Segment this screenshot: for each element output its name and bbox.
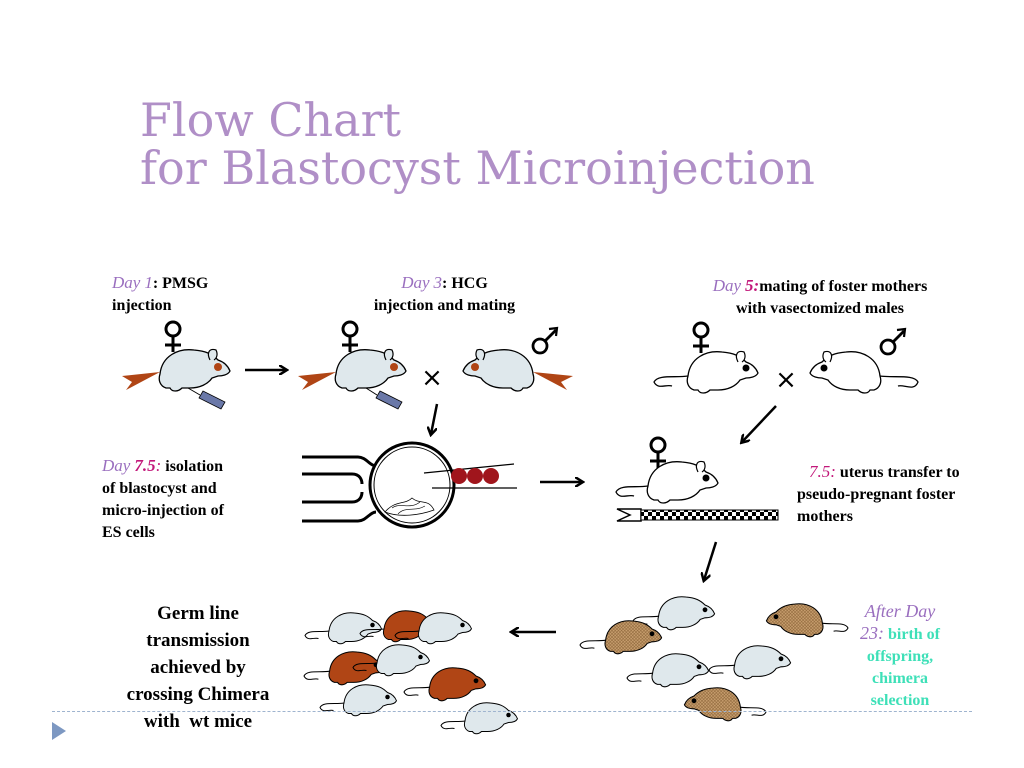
day75-word: Day — [102, 456, 131, 475]
day75-text-c: micro-injection of — [102, 502, 224, 519]
label-day5: Day 5:mating of foster mothers with vase… — [676, 275, 964, 320]
day1-colon: : — [152, 275, 159, 292]
arrow-transfer-down — [704, 541, 718, 580]
day23-line4: chimera — [872, 670, 928, 687]
day75-text-d: ES cells — [102, 524, 155, 541]
syringe-day1 — [187, 387, 226, 410]
transfer-colon: : — [830, 462, 836, 481]
label-germline: Germ line transmission achieved by cross… — [100, 600, 296, 735]
female-symbol-day5 — [692, 321, 710, 353]
day23-line1: After Day — [864, 601, 936, 621]
label-day75-transfer: 7.5: uterus transfer to pseudo-pregnant … — [797, 461, 960, 528]
day23-line5: selection — [870, 692, 930, 709]
transfer-text-a: uterus transfer to — [835, 464, 960, 481]
label-day75-isolation: Day 7.5: isolation of blastocyst and mic… — [102, 455, 224, 544]
slide-bullet-icon — [52, 722, 66, 740]
arrow-day3-down — [431, 403, 439, 434]
germline-line4: crossing Chimera — [126, 684, 270, 705]
day75-text-a: isolation — [161, 458, 224, 475]
label-day1: Day 1: PMSG injection — [112, 272, 208, 317]
mouse-pseudo-pregnant — [615, 460, 719, 504]
female-symbol-day3 — [341, 320, 359, 352]
day3-number: 3 — [433, 273, 443, 292]
es-cells — [451, 468, 499, 484]
day1-text-b: injection — [112, 297, 172, 314]
day1-number: 1 — [144, 273, 153, 292]
day5-text-a: mating of foster mothers — [759, 278, 928, 295]
label-day23: After Day 23: birth of offspring, chimer… — [838, 600, 962, 712]
mouse-day5-female — [653, 350, 759, 394]
offspring-group — [579, 596, 849, 722]
cross-symbol-day5: × — [775, 365, 797, 395]
transfer-text-c: mothers — [797, 508, 853, 525]
transfer-number: 7.5 — [809, 462, 831, 481]
germline-line2: transmission — [146, 630, 250, 651]
footer-divider — [52, 711, 972, 712]
germline-line1: Germ line — [157, 603, 239, 624]
syringe-day3 — [365, 387, 403, 410]
day1-word: Day — [112, 273, 141, 292]
female-symbol-transfer — [649, 436, 667, 468]
germline-line5: with wt mice — [143, 711, 253, 732]
day23-prefix: 23: — [860, 623, 884, 643]
mouse-day3-female — [298, 348, 407, 392]
blastocyst — [368, 441, 456, 529]
transfer-pipette — [616, 508, 779, 522]
day23-line2: birth of — [884, 626, 940, 643]
day5-text-b: with vasectomized males — [736, 300, 904, 317]
day5-word: Day — [712, 276, 742, 295]
male-symbol-day5 — [879, 327, 907, 356]
crossing-mice-group — [303, 610, 519, 735]
cross-symbol-day3: × — [421, 363, 443, 393]
day23-line3: offspring, — [866, 648, 934, 665]
day3-word: Day — [401, 273, 430, 292]
title-line-1: Flow Chart — [140, 93, 402, 147]
page-title: Flow Chart for Blastocyst Microinjection — [140, 96, 815, 192]
mouse-day1-pmsg — [122, 348, 231, 392]
day75-number: 7.5 — [134, 456, 156, 475]
day75-text-b: of blastocyst and — [102, 480, 217, 497]
transfer-text-b: pseudo-pregnant foster — [797, 486, 956, 503]
day3-text-a: HCG — [447, 275, 488, 292]
mouse-day3-male — [462, 348, 573, 392]
mouse-day5-male — [809, 350, 919, 394]
germline-line3: achieved by — [150, 657, 246, 678]
day3-colon: : — [442, 275, 448, 292]
day75-colon: : — [155, 456, 162, 475]
title-line-2: for Blastocyst Microinjection — [140, 141, 815, 195]
injection-needle — [423, 463, 517, 489]
day3-text-b: injection and mating — [373, 297, 516, 314]
arrow-day5-down — [742, 405, 777, 442]
male-symbol-day3 — [531, 326, 559, 355]
female-symbol-day1 — [164, 320, 182, 352]
label-day3: Day 3: HCG injection and mating — [352, 272, 537, 317]
day5-number: 5: — [745, 276, 760, 295]
day1-text-a: PMSG — [158, 275, 209, 292]
holding-pipette — [302, 455, 377, 523]
